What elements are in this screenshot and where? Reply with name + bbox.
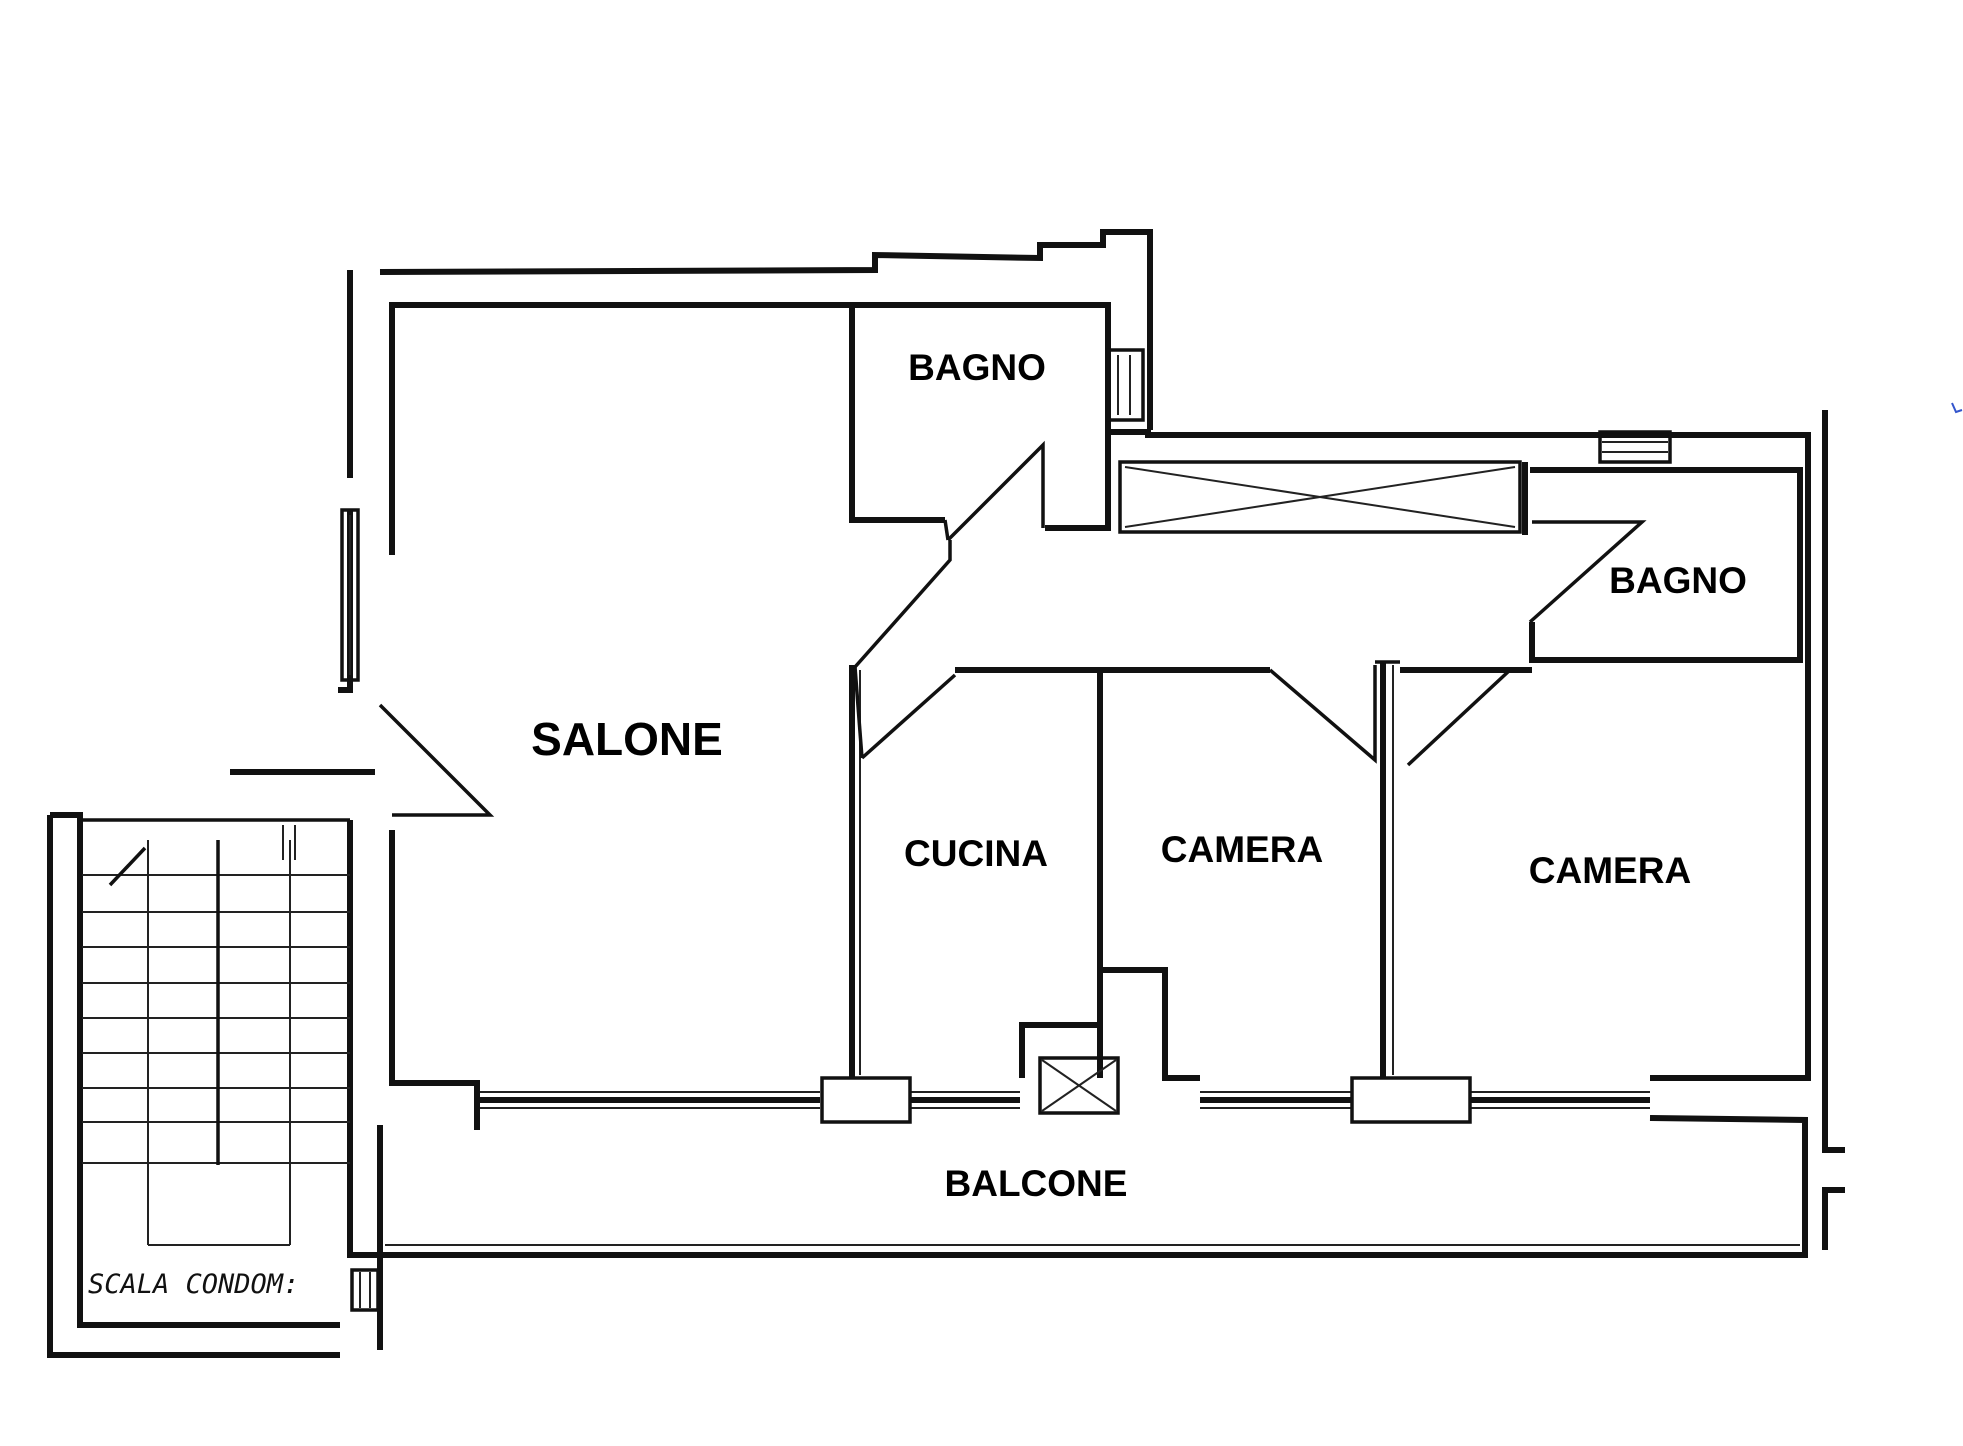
room-label-bagno-top: BAGNO: [908, 347, 1046, 388]
room-label-camera-right: CAMERA: [1529, 850, 1691, 891]
stair-label: SCALA CONDOM:: [88, 1269, 299, 1300]
room-label-balcone: BALCONE: [945, 1163, 1128, 1204]
room-label-cucina: CUCINA: [904, 833, 1048, 874]
margin-mark: [1951, 402, 1963, 414]
salone-side-window: [340, 508, 360, 682]
common-staircase: [47, 812, 383, 1358]
exterior-walls: [338, 229, 1845, 1258]
room-label-salone: SALONE: [531, 713, 723, 765]
room-label-camera-middle: CAMERA: [1161, 829, 1323, 870]
interior-walls: [230, 305, 1803, 1115]
balcony-windows: [480, 1076, 1650, 1124]
room-label-bagno-right: BAGNO: [1609, 560, 1747, 601]
